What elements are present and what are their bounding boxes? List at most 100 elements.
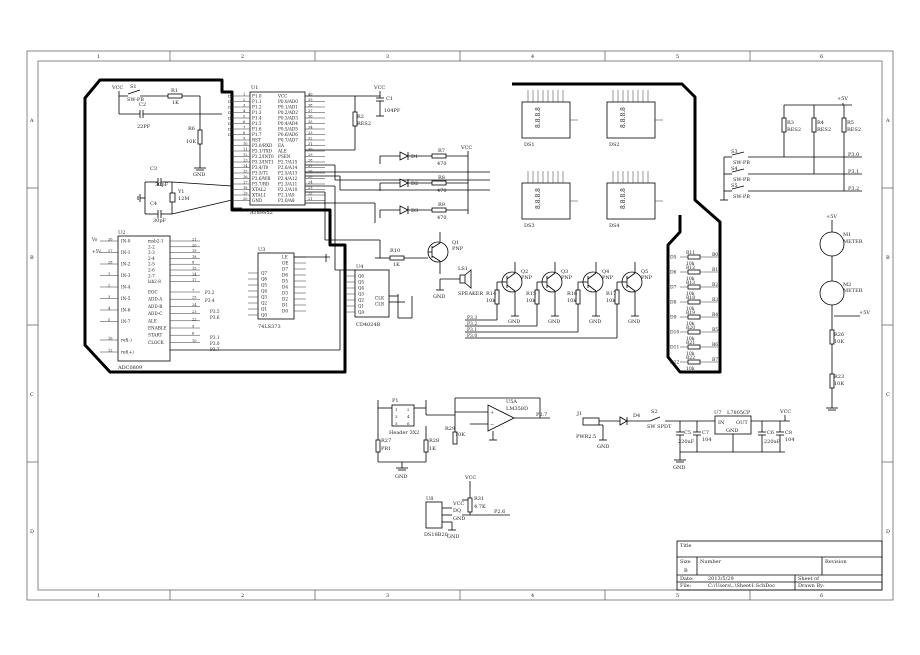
counter-pin-name: Q5 — [358, 280, 364, 285]
segres-net: B6 — [712, 342, 718, 348]
led-icon — [399, 151, 409, 161]
counter-pin-name: QA — [358, 310, 365, 315]
s1-vcc-label: VCC — [111, 85, 123, 91]
u8-sensor — [425, 501, 443, 529]
key-switch — [731, 185, 745, 190]
mcu-pin-name: P0.2/AD2 — [278, 110, 298, 115]
led-res-value: 470 — [437, 215, 447, 221]
led-resistor — [431, 180, 447, 186]
driver-gnd-label: GND — [628, 319, 640, 325]
mcu-d-label: D1 — [228, 99, 234, 104]
adc-pin-num: 6 — [192, 332, 194, 336]
adc-pin-name: 2-7 — [148, 273, 155, 278]
adc-pin-num: 28 — [108, 261, 112, 265]
mcu-pin-num: 18 — [243, 186, 247, 190]
m1-label: METER — [843, 239, 863, 245]
ls1-ref: LS1 — [458, 266, 468, 272]
key-switch-type: SW-PB — [733, 177, 750, 183]
segres-ref: R20 — [686, 325, 695, 331]
adc-net-add-b: P3.5 — [210, 309, 220, 314]
m1-vcc: +5V — [826, 214, 837, 220]
adc-5v-label: +5V — [92, 249, 102, 254]
counter-pin-name: Q1 — [358, 304, 364, 309]
adc-pin-name: ENABLE — [148, 326, 167, 331]
latch-u3: U3 74LS373 Q7Q6Q5Q4Q3Q2Q1Q0LEOED7D6D5D4D… — [248, 247, 306, 330]
key-switch-ref: S4 — [731, 166, 738, 172]
date-label: Date: — [680, 576, 694, 582]
mcu-pin-num: 11 — [243, 148, 247, 152]
col-label-bottom: 1 — [97, 593, 100, 599]
q1-type: PNP — [452, 246, 464, 252]
sensor-section: U8 DS18B20 VCC DQ GND VCC R31 4.7K P2.6 … — [424, 475, 510, 540]
segres-d-label: D8 — [670, 300, 677, 306]
driver-type: PNP — [602, 275, 614, 281]
mcu-pin-name: P2.6/A14 — [278, 165, 298, 170]
driver-gnd-label: GND — [589, 319, 601, 325]
display-seg-label: 8.8.8.8 — [620, 107, 627, 128]
counter-pin-name: Q6 — [358, 274, 364, 279]
s2-type: SW SPDT — [647, 424, 672, 430]
adc-pin-name: EOC — [148, 290, 158, 295]
latch-body — [257, 252, 295, 320]
d4-diode — [619, 416, 628, 426]
p1-pin: 3 — [395, 414, 398, 419]
adc-pin-name: 2-6 — [148, 268, 155, 273]
display-ds4 — [606, 182, 656, 220]
y1-crystal — [169, 192, 176, 203]
mcu-pin-num: 20 — [243, 197, 247, 201]
power-gnd: GND — [673, 465, 685, 471]
r6-resistor — [197, 129, 203, 145]
key-res-value: RES2 — [817, 127, 831, 133]
c6-ref: C6 — [767, 430, 774, 436]
latch-pin-name: D0 — [282, 309, 288, 314]
adc-body — [117, 235, 171, 362]
mcu-pin-num: 3 — [243, 104, 245, 108]
adc-vo-label: Vo — [91, 237, 98, 242]
mcu-pin-num: 40 — [308, 93, 312, 97]
segres-ref: R21 — [686, 340, 695, 346]
adc-u2: U2 ADC0809 Vo +5V P3.2 P3.4 P3.5 P3.6 P3… — [91, 230, 220, 371]
size-label: Size — [680, 559, 691, 565]
segres-ref: R19 — [686, 310, 695, 316]
latch-pin-name: LE — [282, 255, 288, 260]
r27-ref: R27 — [381, 438, 391, 444]
key-switch — [731, 168, 745, 173]
bus-outlines — [83, 78, 722, 374]
r6-value: 10K — [186, 139, 196, 145]
u7-gnd: GND — [726, 428, 738, 434]
adc-pin-name: lsb2-8 — [148, 279, 161, 284]
adc-pin-name: ADD-C — [147, 311, 162, 316]
mcu-pin-num: 39 — [308, 98, 312, 102]
mcu-pin-name: P1.2 — [252, 105, 262, 110]
mcu-pin-name: P3.7/RD — [252, 182, 270, 187]
mcu-pin-num: 37 — [308, 109, 312, 113]
led-res-ref: R7 — [438, 148, 445, 154]
r29-ref: R29 — [445, 426, 455, 432]
segres-net: B3 — [712, 297, 718, 303]
file-value: C:\Users\..\Sheet1.SchDoc — [708, 583, 775, 589]
key-res-ref: R3 — [787, 120, 794, 126]
adc-pin-num: 5 — [108, 318, 110, 322]
counter-pin-name: CLR — [375, 302, 385, 307]
segres-d-label: D9 — [670, 315, 677, 321]
r1-ref: R1 — [171, 88, 178, 94]
driver-ref: Q3 — [561, 269, 568, 275]
adc-pin-name: IN-7 — [121, 319, 131, 324]
mcu-pin-num: 31 — [308, 142, 312, 146]
driver-gnd-label: GND — [548, 319, 560, 325]
mcu-pin-num: 27 — [308, 164, 312, 168]
sensor-net: P2.6 — [494, 509, 505, 515]
mcu-pin-num: 23 — [308, 186, 312, 190]
title-block: Title Size B Number Revision Date: 2013/… — [676, 540, 883, 591]
mcu-pin-name: P3.1/TXD — [252, 149, 273, 154]
mcu-d-label: D0 — [228, 94, 234, 99]
segres-d-label: D7 — [670, 285, 677, 291]
adc-net-eoc: P3.2 — [205, 290, 215, 295]
digit-drivers: Q2PNPR1410kGNDP3.3Q3PNPR1510kGNDP3.2Q4PN… — [465, 262, 653, 339]
key-switch-type: SW-PB — [733, 160, 750, 166]
adc-pin-num: 22 — [192, 317, 196, 321]
segres-d-label: D12 — [670, 360, 679, 366]
c8-ref: C8 — [785, 430, 792, 436]
segres-ref: R11 — [686, 250, 695, 256]
